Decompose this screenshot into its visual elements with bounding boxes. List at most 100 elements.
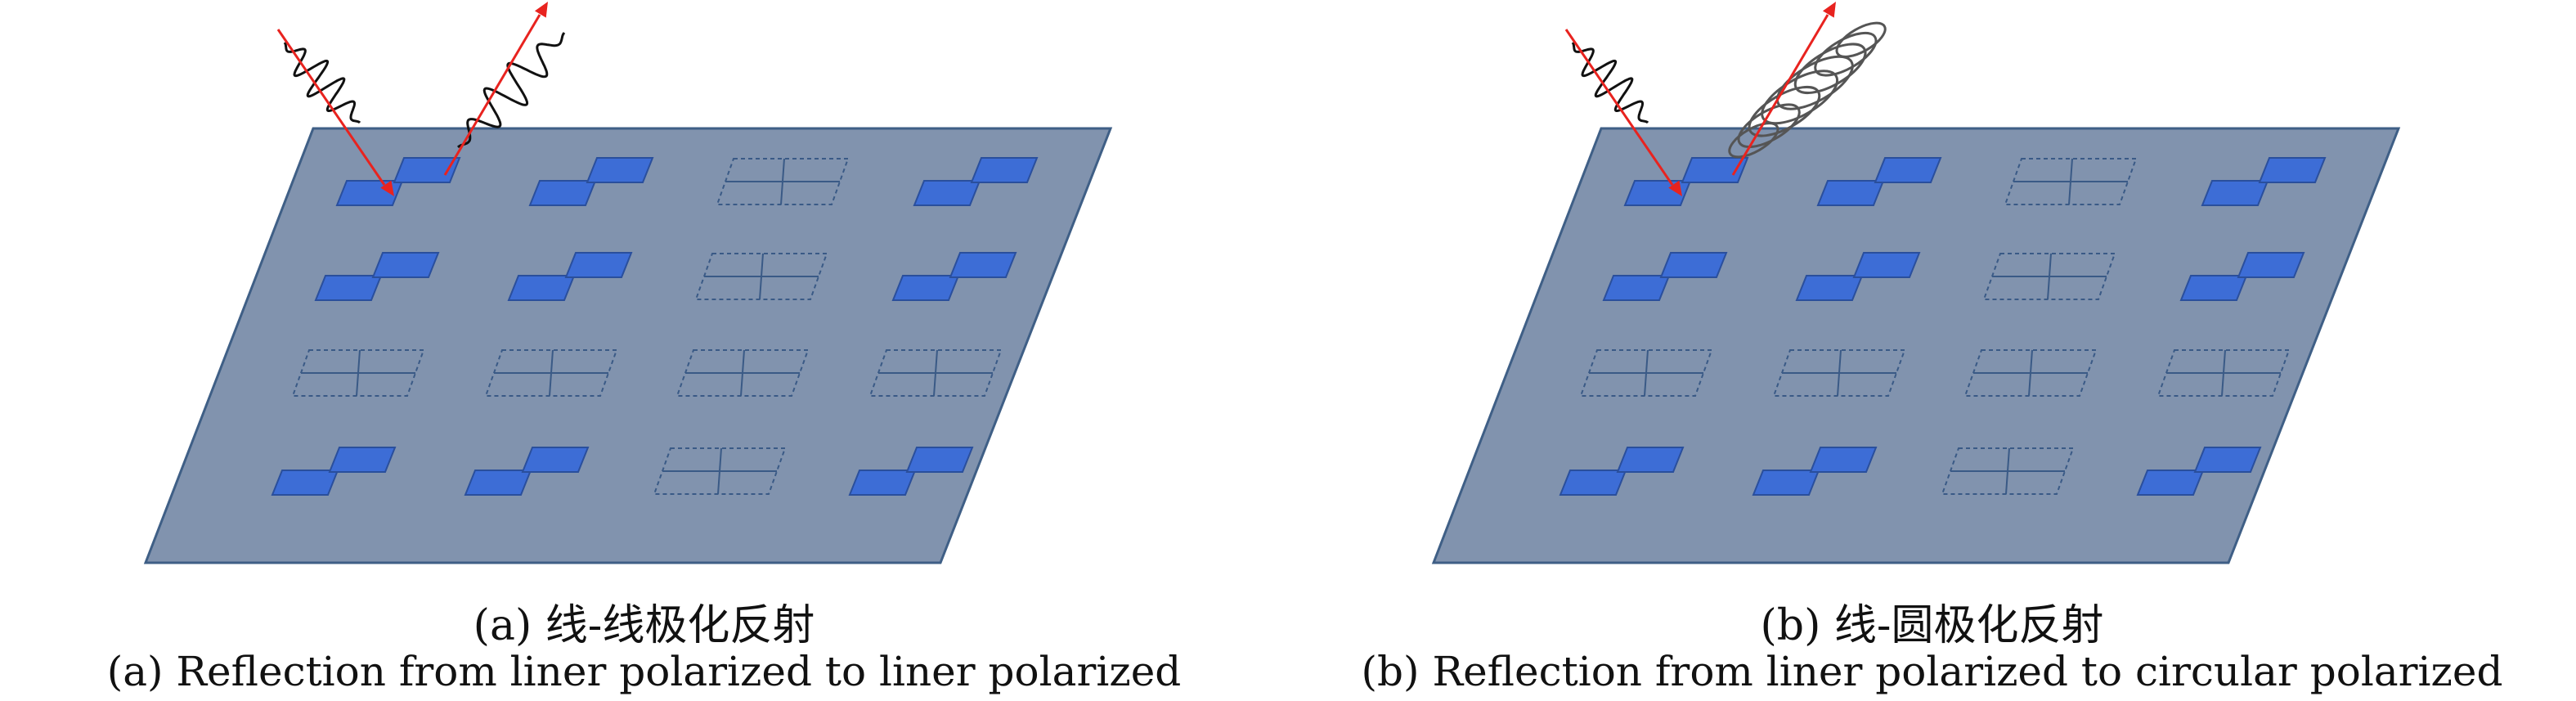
empty-cell-outline xyxy=(484,349,618,397)
reflected-wave xyxy=(457,32,566,149)
outline-border xyxy=(1579,349,1713,397)
incident-arrowhead xyxy=(1668,180,1682,196)
patch-upper-square xyxy=(328,447,397,473)
empty-cell-outline xyxy=(675,349,810,397)
empty-cell-outline xyxy=(716,158,850,205)
patch-lower-square xyxy=(2179,275,2248,301)
empty-cell-outline xyxy=(1982,253,2116,300)
zigzag-patch xyxy=(2179,252,2305,301)
outline-divider-v xyxy=(2047,253,2052,300)
zigzag-patch xyxy=(271,447,397,496)
caption-zh-b: (b) 线-圆极化反射 xyxy=(1760,601,2104,650)
caption-zh-a: (a) 线-线极化反射 xyxy=(473,601,815,650)
incident-ray xyxy=(1564,29,1674,186)
zigzag-patch xyxy=(1816,157,1942,206)
patch-upper-square xyxy=(1659,252,1728,278)
patch-upper-square xyxy=(371,252,440,278)
patch-upper-square xyxy=(949,252,1017,278)
zigzag-patch xyxy=(528,157,654,206)
outline-divider-v xyxy=(759,253,764,300)
empty-cell-outline xyxy=(1963,349,2098,397)
zigzag-patch xyxy=(848,447,974,496)
outline-divider-v xyxy=(2221,349,2226,397)
reflected-ray xyxy=(443,14,541,176)
patch-lower-square xyxy=(528,180,597,206)
incident-ray xyxy=(276,29,386,186)
zigzag-patch xyxy=(2136,447,2262,496)
patch-upper-square xyxy=(1681,157,1749,183)
outline-divider-v xyxy=(1644,349,1649,397)
patch-lower-square xyxy=(1795,275,1864,301)
reflected-circular-wave xyxy=(1728,21,1887,159)
metasurface-diagram-a xyxy=(143,2,1113,564)
patch-upper-square xyxy=(1616,447,1685,473)
outline-border xyxy=(653,447,787,495)
empty-cell-outline xyxy=(1772,349,1906,397)
outline-border xyxy=(2156,349,2291,397)
panel-a: (a) 线-线极化反射 (a) Reflection from liner po… xyxy=(106,2,1182,695)
zigzag-patch xyxy=(1795,252,1921,301)
helix-ring xyxy=(1835,21,1887,58)
helix-ring xyxy=(1761,70,1839,125)
patch-upper-square xyxy=(1809,447,1878,473)
empty-cell-outline xyxy=(291,349,425,397)
patch-lower-square xyxy=(1559,470,1627,496)
patch-lower-square xyxy=(507,275,576,301)
patch-lower-square xyxy=(314,275,383,301)
reflected-ray xyxy=(1731,14,1829,176)
patch-lower-square xyxy=(2136,470,2205,496)
patch-lower-square xyxy=(913,180,981,206)
outline-divider-v xyxy=(780,158,785,205)
patch-upper-square xyxy=(521,447,590,473)
incident-wave xyxy=(1571,42,1649,124)
outline-border xyxy=(868,349,1003,397)
outline-border xyxy=(1963,349,2098,397)
patch-upper-square xyxy=(2258,157,2327,183)
metasurface-diagram-b xyxy=(1431,2,2401,564)
outline-divider-v xyxy=(933,349,938,397)
empty-cell-outline xyxy=(1579,349,1713,397)
outline-border xyxy=(1941,447,2075,495)
outline-divider-v xyxy=(2005,447,2010,495)
panel-b: (b) 线-圆极化反射 (b) Reflection from liner po… xyxy=(1288,0,2576,701)
patch-lower-square xyxy=(848,470,917,496)
zigzag-patch xyxy=(335,157,461,206)
patch-upper-square xyxy=(2193,447,2262,473)
outline-border xyxy=(694,253,828,300)
patch-upper-square xyxy=(1874,157,1942,183)
patch-upper-square xyxy=(564,252,633,278)
outline-divider-v xyxy=(2028,349,2033,397)
outline-divider-v xyxy=(1837,349,1842,397)
helix-ring xyxy=(1728,122,1779,159)
caption-en-a: (a) Reflection from liner polarized to l… xyxy=(106,648,1182,695)
patch-lower-square xyxy=(1602,275,1671,301)
empty-cell-outline xyxy=(694,253,828,300)
patch-upper-square xyxy=(905,447,974,473)
outline-divider-v xyxy=(717,447,722,495)
patch-upper-square xyxy=(393,157,461,183)
empty-cell-outline xyxy=(2156,349,2291,397)
outline-border xyxy=(2004,158,2138,205)
zigzag-patch xyxy=(507,252,633,301)
zigzag-patch xyxy=(1559,447,1685,496)
outline-divider-v xyxy=(549,349,554,397)
empty-cell-outline xyxy=(2004,158,2138,205)
zigzag-patch xyxy=(891,252,1017,301)
patch-lower-square xyxy=(1816,180,1885,206)
outline-border xyxy=(484,349,618,397)
patch-lower-square xyxy=(464,470,532,496)
helix-ring xyxy=(1814,31,1878,77)
incident-wave xyxy=(283,42,361,124)
incident-arrowhead xyxy=(380,180,394,196)
zigzag-patch xyxy=(1623,157,1749,206)
patch-upper-square xyxy=(586,157,654,183)
outline-divider-v xyxy=(740,349,745,397)
outline-divider-v xyxy=(2068,158,2073,205)
patch-upper-square xyxy=(970,157,1039,183)
patch-lower-square xyxy=(271,470,339,496)
patch-lower-square xyxy=(1752,470,1820,496)
patch-upper-square xyxy=(1852,252,1921,278)
reflected-arrowhead xyxy=(534,2,548,18)
zigzag-patch xyxy=(1752,447,1878,496)
empty-cell-outline xyxy=(868,349,1003,397)
